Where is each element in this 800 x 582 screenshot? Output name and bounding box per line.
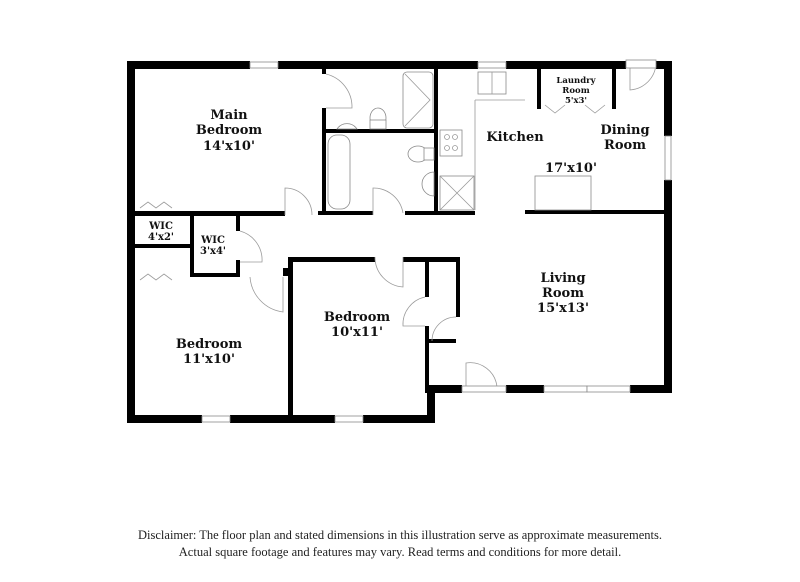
label-main-bedroom-dims: 14'x10'	[203, 139, 255, 154]
label-dining-2: Room	[604, 138, 646, 153]
label-bedroom-2: Bedroom	[324, 310, 391, 325]
disclaimer: Disclaimer: The floor plan and stated di…	[0, 527, 800, 561]
disclaimer-line-1: Disclaimer: The floor plan and stated di…	[138, 528, 662, 542]
label-main-bedroom-1: Main	[210, 108, 248, 123]
label-living-2: Room	[542, 286, 584, 301]
label-wic2-dims: 3'x4'	[200, 246, 226, 257]
room-labels: Main Bedroom 14'x10' Kitchen Laundry Roo…	[148, 76, 650, 367]
label-wic2: WIC	[200, 235, 225, 246]
label-laundry-2: Room	[562, 86, 589, 96]
label-kitchen-dining-dims: 17'x10'	[545, 161, 597, 176]
label-wic1-dims: 4'x2'	[148, 232, 174, 243]
label-main-bedroom-2: Bedroom	[196, 123, 263, 138]
label-laundry-dims: 5'x3'	[565, 96, 587, 106]
label-dining-1: Dining	[600, 123, 649, 138]
doors	[139, 59, 657, 393]
label-kitchen: Kitchen	[486, 130, 544, 145]
exterior-walls	[127, 61, 672, 423]
fixtures	[327, 71, 592, 211]
label-bedroom-1: Bedroom	[176, 337, 243, 352]
windows	[201, 61, 672, 423]
label-laundry-1: Laundry	[556, 76, 596, 86]
label-bedroom-1-dims: 11'x10'	[183, 352, 235, 367]
label-living-1: Living	[540, 271, 585, 286]
label-wic1: WIC	[148, 221, 173, 232]
label-living-dims: 15'x13'	[537, 301, 589, 316]
disclaimer-line-2: Actual square footage and features may v…	[178, 545, 622, 559]
label-bedroom-2-dims: 10'x11'	[331, 325, 383, 340]
interior-walls	[135, 61, 667, 423]
